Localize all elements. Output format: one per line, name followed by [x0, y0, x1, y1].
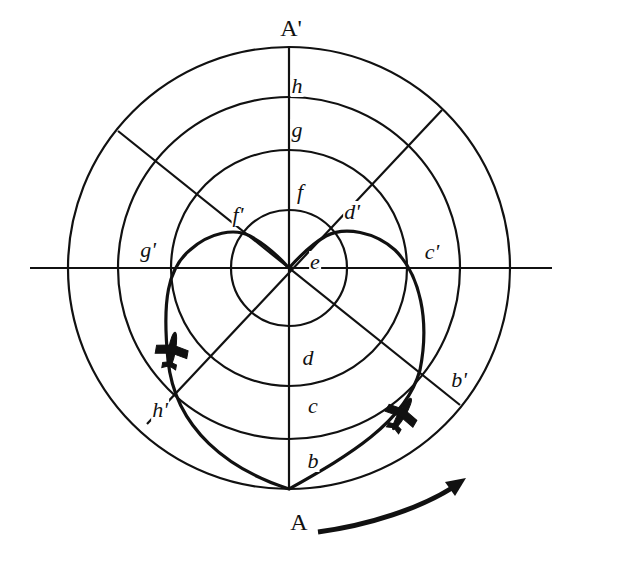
- rotation-arrow: [318, 488, 452, 532]
- point-label: A: [289, 510, 308, 534]
- position-label: h: [291, 75, 304, 97]
- position-label: g': [139, 239, 157, 261]
- position-label: g: [291, 119, 304, 141]
- flight-path: [166, 231, 424, 489]
- radial-line: [147, 110, 442, 424]
- position-label: f': [232, 204, 245, 226]
- position-label: c': [424, 241, 440, 263]
- arrow-head: [445, 478, 466, 496]
- position-label: d': [343, 201, 361, 223]
- position-label: f: [296, 181, 304, 203]
- airplane-icon: [153, 329, 425, 438]
- position-label: d: [302, 347, 315, 369]
- position-label: b': [450, 369, 468, 391]
- position-label: c: [307, 395, 319, 417]
- point-label: A': [279, 16, 303, 40]
- position-label: h': [151, 399, 169, 421]
- position-label: e: [309, 251, 321, 273]
- position-label: b: [307, 450, 320, 472]
